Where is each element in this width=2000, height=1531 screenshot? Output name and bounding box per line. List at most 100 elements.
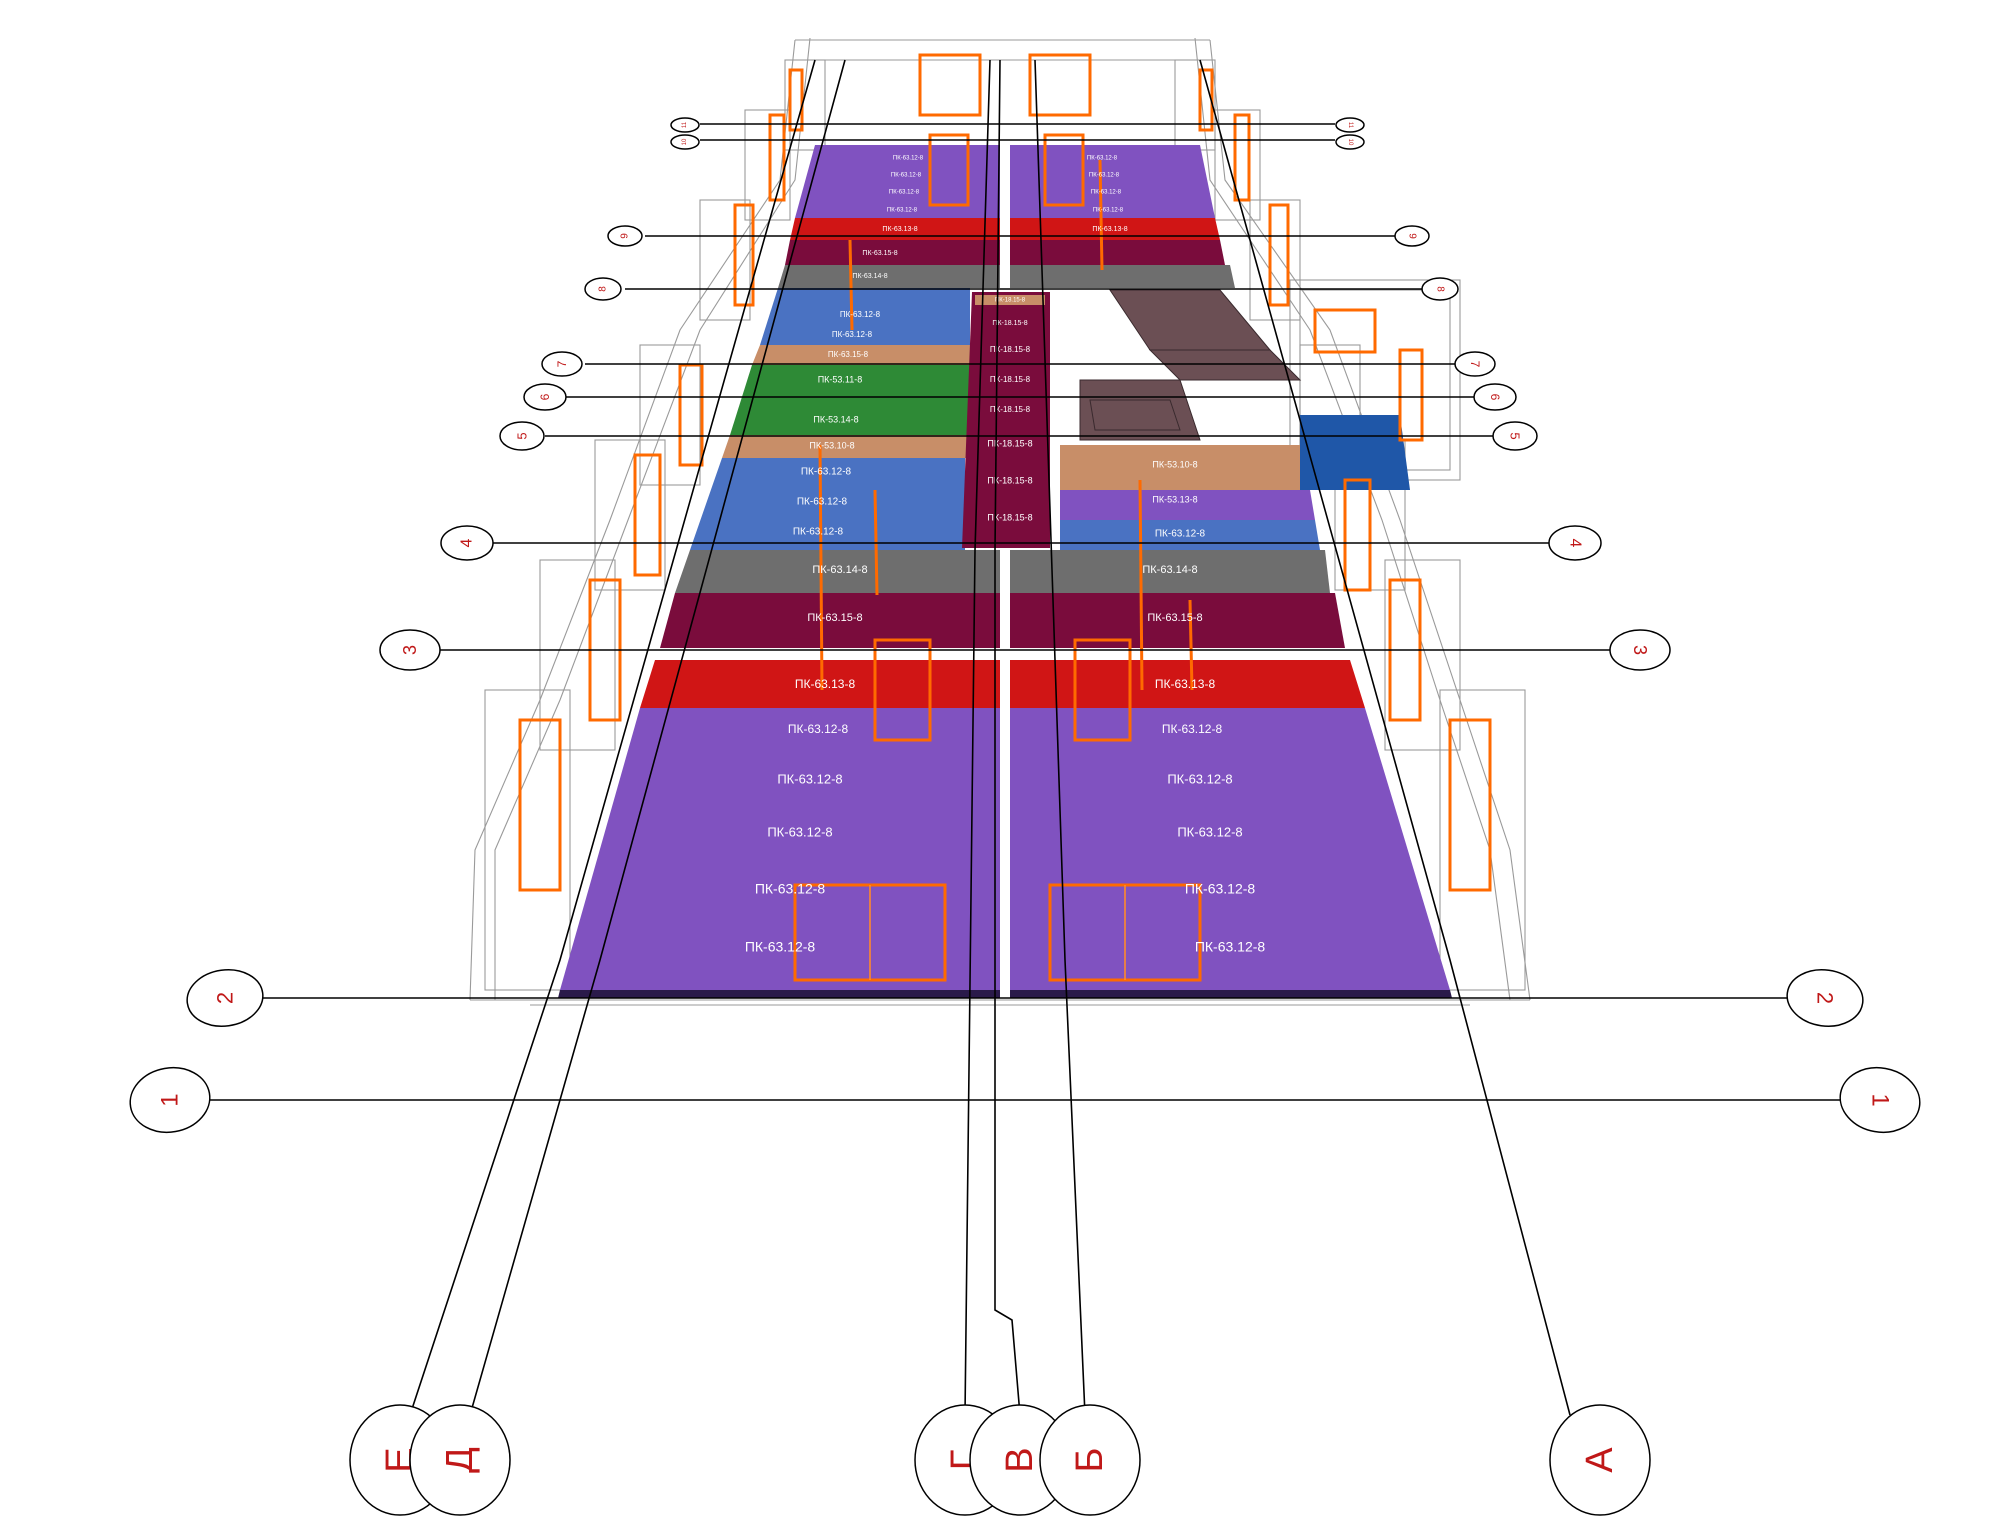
door-icon [928,133,970,207]
svg-text:10: 10 [682,138,688,145]
svg-text:9: 9 [1407,233,1418,239]
slab-label: ПК-63.12-8 [832,330,873,339]
svg-text:9: 9 [620,233,631,239]
slab-label: ПК-63.12-8 [1089,173,1120,179]
axis-bubble-row-5-right: 5 [1492,421,1538,451]
window-icon [768,113,786,202]
axis-bubble-row-1-right: 1 [1839,1066,1921,1134]
slab-stair-landing-blue [1300,415,1410,490]
slab-mid-left-maroon [660,593,1000,648]
slab-label: ПК-63.13-8 [1155,677,1216,691]
slab-label: ПК-63.12-8 [1155,529,1206,540]
window-icon [678,363,704,467]
svg-text:4: 4 [1567,539,1584,548]
window-icon [1268,203,1290,307]
svg-text:11: 11 [682,121,688,128]
window-icon [733,203,755,307]
slab-corridor-top [975,295,1045,305]
slab-label: ПК-53.10-8 [809,440,854,450]
slab-label: ПК-63.13-8 [1092,226,1127,233]
window-icon [1343,478,1372,592]
slab-mid-left-tan [752,345,970,365]
slab-label: ПК-63.15-8 [862,250,897,257]
axis-bubble-col-V: В [969,1404,1071,1516]
slab-label: ПК-53.11-8 [818,374,863,384]
svg-text:5: 5 [515,432,530,439]
axis-bubble-row-11-right: 11 [1335,117,1365,133]
svg-text:8: 8 [598,286,609,292]
axis-bubble-row-7-right: 7 [1454,351,1496,377]
window-icon [1448,718,1492,892]
slab-label: ПК-18.15-8 [987,438,1032,448]
window-icon [1028,53,1092,117]
row-axis-bubbles: 1 1 2 2 3 3 4 4 [129,117,1921,1134]
axis-bubble-row-2-left: 2 [186,969,264,1027]
slab-back-left-gray [778,265,1000,288]
slab-label: ПК-18.15-8 [992,320,1027,327]
axis-bubble-col-A: А [1549,1404,1651,1516]
svg-text:2: 2 [1813,992,1838,1004]
axis-bubble-col-B: Б [1039,1404,1141,1516]
slab-label: ПК-18.15-8 [995,298,1026,304]
slab-back-right-red [1010,218,1220,240]
axis-bubble-row-5-left: 5 [499,421,545,451]
svg-text:8: 8 [1435,286,1446,292]
staircase [1079,289,1302,441]
svg-text:Д: Д [439,1447,481,1473]
slab-label: ПК-63.12-8 [745,939,816,955]
slab-label: ПК-63.12-8 [1093,208,1124,214]
slab-label: ПК-63.12-8 [793,527,844,538]
window-icon [1233,113,1251,202]
door-icon [873,638,932,742]
slab-labels: ПК-63.12-8 ПК-63.12-8 ПК-63.12-8 ПК-63.1… [745,156,1266,955]
slab-label: ПК-63.12-8 [891,173,922,179]
slab-front-left-red [640,660,1000,708]
slab-mid-right-maroon [1010,593,1345,648]
slab-label: ПК-63.15-8 [1147,612,1202,624]
slab-label: ПК-18.15-8 [990,375,1031,384]
slab-label: ПК-63.14-8 [812,564,867,576]
slab-label: ПК-63.12-8 [887,208,918,214]
svg-text:Б: Б [1069,1448,1111,1473]
slab-label: ПК-63.12-8 [1087,156,1118,162]
axis-bubble-row-8-left: 8 [584,277,622,301]
slab-label: ПК-63.12-8 [889,190,920,196]
slab-front-right-purple [1010,708,1450,990]
svg-text:3: 3 [400,645,420,655]
slab-label: ПК-53.10-8 [1152,459,1197,469]
axis-bubble-row-3-right: 3 [1609,629,1671,671]
svg-text:11: 11 [1347,122,1353,129]
slab-mid-left-tan-2 [722,435,970,458]
window-icon [518,718,562,892]
slab-mid-left-gray [675,550,1000,593]
axis-bubble-row-4-right: 4 [1548,525,1602,561]
window-icon [788,68,804,132]
slab-front-left-purple [560,708,1000,990]
slab-label: ПК-63.12-8 [840,310,881,319]
column-axis-bubbles: Е Д Г В Б А [349,1404,1651,1516]
axis-bubble-row-10-left: 10 [670,134,700,150]
axis-bubble-row-1-left: 1 [129,1066,211,1134]
svg-text:10: 10 [1347,139,1353,146]
slab-label: ПК-63.13-8 [795,677,856,691]
slab-back-right-purple [1010,145,1215,218]
slab-back-left-maroon [785,240,1000,265]
slab-label: ПК-63.13-8 [882,226,917,233]
axis-bubble-row-4-left: 4 [440,525,494,561]
axis-bubble-row-2-right: 2 [1786,969,1864,1027]
slab-label: ПК-63.12-8 [767,824,832,839]
window-icon [633,453,662,577]
slab-label: ПК-18.15-8 [990,345,1031,354]
slab-label: ПК-63.12-8 [777,771,842,786]
floor-slabs [558,145,1452,998]
svg-text:А: А [1579,1447,1621,1473]
slab-label: ПК-63.15-8 [807,612,862,624]
svg-text:6: 6 [1488,394,1502,401]
slab-back-right-gray [1010,265,1235,288]
slab-label: ПК-18.15-8 [987,512,1032,522]
slab-label: ПК-63.12-8 [893,156,924,162]
slab-label: ПК-63.12-8 [755,881,826,897]
slab-mid-right-gray [1010,550,1330,593]
slab-label: ПК-53.13-8 [1152,494,1197,504]
axis-bubble-row-3-left: 3 [379,629,441,671]
